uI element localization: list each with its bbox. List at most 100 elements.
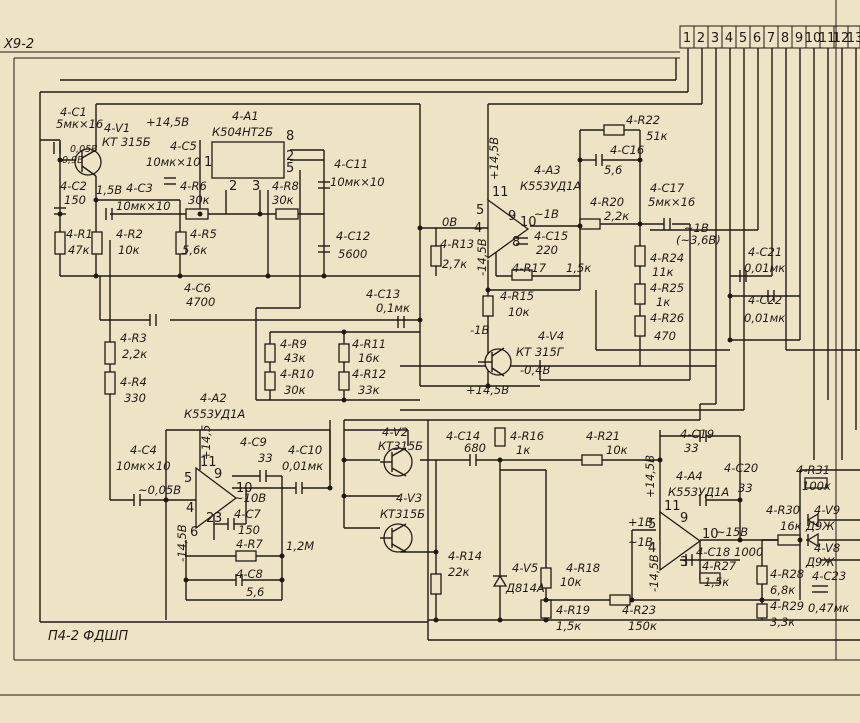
svg-text:11: 11 bbox=[200, 455, 217, 470]
resistor-r3 bbox=[104, 341, 116, 365]
board-label: П4-2 ФДШП bbox=[48, 629, 128, 644]
connector-pin-number: 3 bbox=[711, 31, 719, 46]
resistor-r12 bbox=[338, 371, 350, 391]
label-c3-value: 10мк×10 bbox=[116, 199, 171, 213]
capacitor-c5 bbox=[164, 177, 176, 185]
label-v8-type: Д9Ж bbox=[805, 555, 835, 569]
divider-network bbox=[255, 307, 420, 401]
svg-text:3: 3 bbox=[680, 555, 688, 570]
label-r14: 4-R14 bbox=[448, 549, 482, 563]
label-c14: 4-C14 bbox=[446, 429, 480, 443]
chip-a1 bbox=[211, 141, 285, 179]
label-c18-value: 1000 bbox=[734, 545, 763, 559]
capacitor-c8 bbox=[235, 574, 243, 586]
label-r25: 4-R25 bbox=[650, 281, 684, 295]
label-c15: 4-C15 bbox=[534, 229, 568, 243]
label-r8-value: 30к bbox=[272, 193, 294, 207]
capacitor-c6 bbox=[149, 314, 157, 326]
label-supply2: +14,5В bbox=[466, 383, 509, 397]
label-r3: 4-R3 bbox=[120, 331, 147, 345]
label-r30-value: 16к bbox=[780, 519, 802, 533]
label-c20-value: 33 bbox=[738, 481, 753, 495]
resistor-r19 bbox=[540, 599, 552, 619]
label-r30: 4-R30 bbox=[766, 503, 800, 517]
label-r31: 4-R31 bbox=[796, 463, 830, 477]
resistor-r6 bbox=[185, 208, 209, 220]
svg-text:8: 8 bbox=[286, 129, 294, 144]
label-c6: 4-C6 bbox=[184, 281, 211, 295]
label-v1: 4-V1 bbox=[104, 121, 130, 135]
svg-text:1: 1 bbox=[204, 155, 212, 170]
label-c17-value: 5мк×16 bbox=[648, 195, 695, 209]
label-v4-type: КТ 315Г bbox=[516, 345, 565, 359]
label-a4-v1: +1В bbox=[628, 515, 653, 529]
resistor-r17 bbox=[511, 269, 533, 281]
label-r20: 4-R20 bbox=[590, 195, 624, 209]
label-c12: 4-C12 bbox=[336, 229, 370, 243]
svg-text:6: 6 bbox=[190, 525, 198, 540]
resistor-r1 bbox=[54, 231, 66, 255]
label-c4-value: 10мк×10 bbox=[116, 459, 171, 473]
opamp-a2 bbox=[195, 466, 238, 530]
label-c5-value: 10мк×10 bbox=[146, 155, 201, 169]
svg-text:10: 10 bbox=[520, 215, 537, 230]
label-r14-value: 22к bbox=[448, 565, 470, 579]
label-v1-type: КТ 315Б bbox=[102, 135, 151, 149]
label-c3: 4-C3 bbox=[126, 181, 153, 195]
label-a4-out: ~15В bbox=[716, 525, 748, 539]
capacitor-c23 bbox=[812, 585, 828, 593]
label-c16-value: 5,6 bbox=[604, 163, 622, 177]
capacitor-c19 bbox=[699, 430, 707, 442]
label-v8: 4-V8 bbox=[814, 541, 840, 555]
capacitor-c16 bbox=[595, 154, 603, 166]
label-c4-v: ~0,05В bbox=[138, 483, 181, 497]
label-r29: 4-R29 bbox=[770, 599, 804, 613]
label-r21: 4-R21 bbox=[586, 429, 620, 443]
connector-pin-cell bbox=[847, 25, 860, 49]
label-c7-value: 150 bbox=[238, 523, 260, 537]
label-c17-v2: (~3,6В) bbox=[676, 233, 721, 247]
transistor-v1 bbox=[74, 148, 102, 177]
label-r28: 4-R28 bbox=[770, 567, 804, 581]
label-v1-v1: 0,05В bbox=[70, 144, 98, 155]
label-c18: 4-C18 bbox=[696, 545, 730, 559]
connector-pin-number: 6 bbox=[753, 31, 761, 46]
label-a2-neg: -14,5В bbox=[175, 524, 189, 562]
label-c4: 4-C4 bbox=[130, 443, 157, 457]
label-c23-value: 0,47мк bbox=[808, 601, 849, 615]
svg-text:4: 4 bbox=[648, 541, 656, 556]
diode-v8 bbox=[806, 532, 819, 548]
label-c15-value: 220 bbox=[536, 243, 558, 257]
label-c16: 4-C16 bbox=[610, 143, 644, 157]
label-r1-value: 47к bbox=[68, 243, 90, 257]
label-v4-b: -1В bbox=[470, 323, 489, 337]
svg-text:8: 8 bbox=[512, 235, 520, 250]
capacitor-c13 bbox=[397, 316, 405, 328]
label-c21: 4-C21 bbox=[748, 245, 782, 259]
capacitor-c3 bbox=[105, 208, 113, 220]
connector-pin-number: 10 bbox=[805, 31, 822, 46]
resistor-r31 bbox=[804, 477, 828, 489]
svg-text:10: 10 bbox=[702, 527, 719, 542]
label-r20-value: 2,2к bbox=[604, 209, 629, 223]
label-c13-value: 0,1мк bbox=[376, 301, 410, 315]
label-c1-value: 5мк×16 bbox=[56, 117, 103, 131]
resistor-r2 bbox=[91, 231, 103, 255]
label-r2-value: 10к bbox=[118, 243, 140, 257]
label-a3-neg: -14,5В bbox=[475, 238, 489, 276]
connector-pin-number: 2 bbox=[697, 31, 705, 46]
capacitor-c7 bbox=[227, 518, 235, 530]
label-r13-value: 2,7к bbox=[442, 257, 467, 271]
resistor-r8 bbox=[275, 208, 299, 220]
resistor-r7 bbox=[235, 550, 257, 562]
svg-text:10: 10 bbox=[236, 481, 253, 496]
label-r11-value: 16к bbox=[358, 351, 380, 365]
resistor-r15 bbox=[482, 295, 494, 317]
resistor-r24 bbox=[634, 245, 646, 267]
capacitor-c22 bbox=[767, 290, 775, 302]
label-r6-value: 30к bbox=[188, 193, 210, 207]
label-r4: 4-R4 bbox=[120, 375, 147, 389]
label-r26-value: 470 bbox=[654, 329, 676, 343]
capacitor-c11 bbox=[318, 181, 330, 189]
